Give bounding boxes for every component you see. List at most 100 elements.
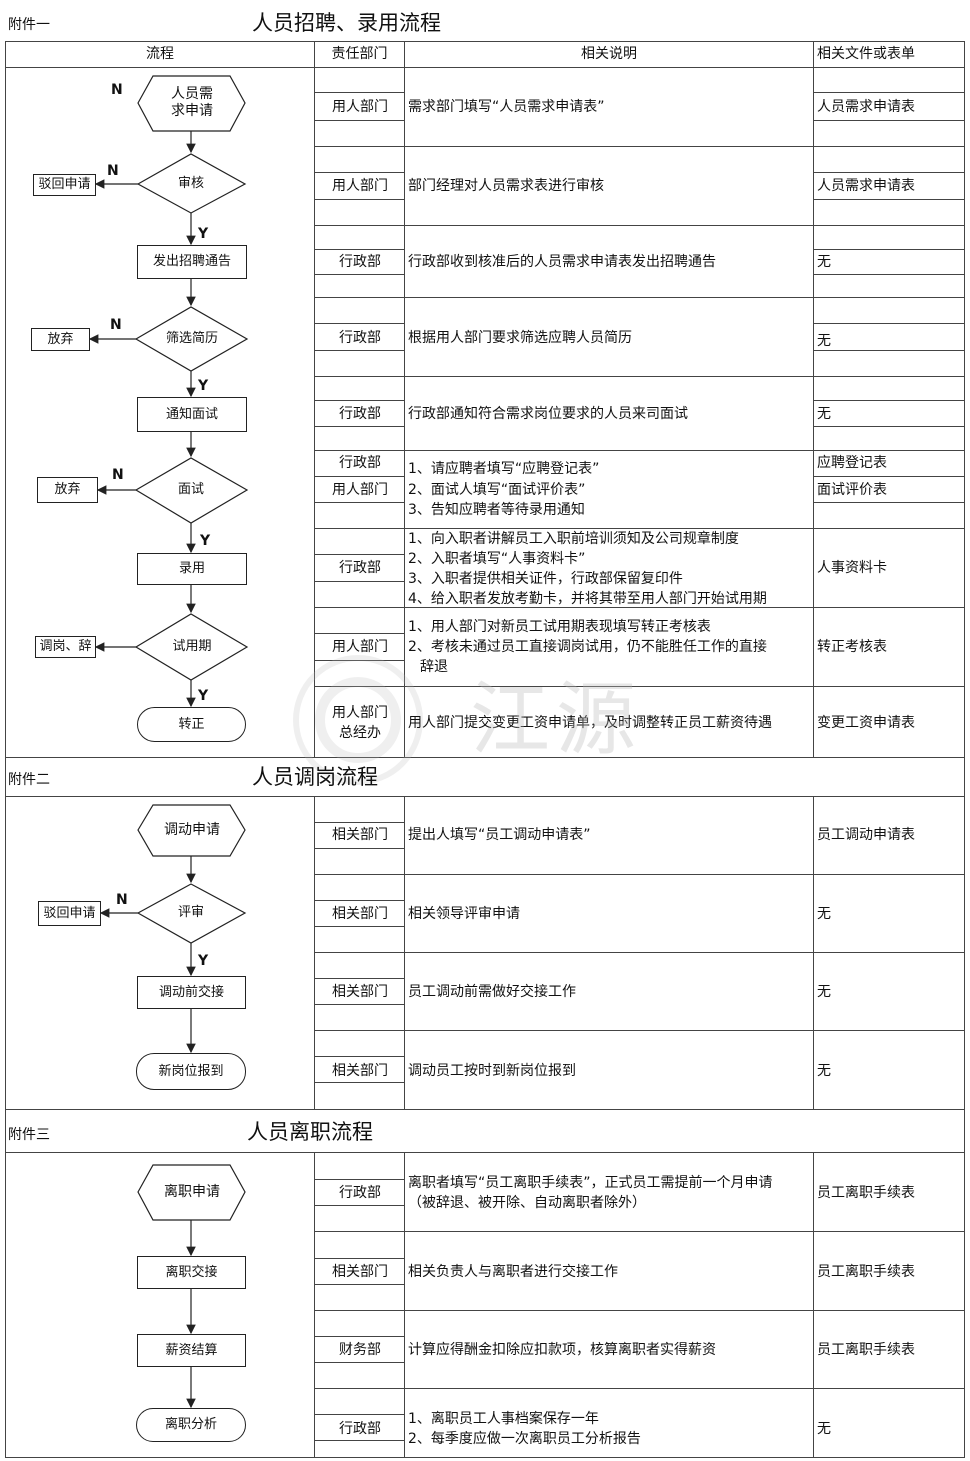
n-label: N — [116, 892, 128, 908]
annex-label: 附件三 — [8, 1127, 50, 1143]
diamond-shape — [136, 883, 247, 944]
dept-cell: 相关部门 — [332, 1063, 388, 1079]
diamond-shape — [134, 306, 249, 372]
file-cell: 面试评价表 — [817, 482, 887, 498]
dept-cell: 相关部门 — [332, 1264, 388, 1280]
n-label: N — [111, 82, 123, 98]
file-cell: 无 — [817, 1421, 831, 1437]
dept-cell: 行政部 — [339, 455, 381, 471]
node-label: 人员需求申请 — [171, 86, 213, 119]
node-handover: 调动前交接 — [137, 976, 246, 1009]
node-need-request: 人员需求申请 — [150, 86, 234, 120]
header-flow: 流程 — [146, 46, 174, 62]
header-file: 相关文件或表单 — [817, 46, 915, 62]
desc-cell: 行政部收到核准后的人员需求申请表发出招聘通告 — [408, 254, 716, 270]
desc-cell: 相关领导评审申请 — [408, 906, 520, 922]
node-interview: 面试 — [177, 482, 204, 497]
node-reject: 驳回申请 — [38, 901, 101, 926]
dept-cell: 总经办 — [339, 725, 381, 741]
desc-cell: 用人部门提交变更工资申请单，及时调整转正员工薪资待遇 — [408, 715, 772, 731]
file-cell: 转正考核表 — [817, 639, 887, 655]
watermark-text: 江源 — [470, 673, 642, 766]
y-label: Y — [198, 226, 209, 242]
annex-label: 附件二 — [8, 772, 50, 788]
file-cell: 员工离职手续表 — [817, 1342, 915, 1358]
dept-cell: 行政部 — [339, 254, 381, 270]
dept-cell: 行政部 — [339, 1185, 381, 1201]
file-cell: 人员需求申请表 — [817, 178, 915, 194]
header-desc: 相关说明 — [581, 46, 637, 62]
node-reject: 驳回申请 — [33, 174, 96, 196]
node-transfer-apply: 调动申请 — [164, 822, 220, 838]
hexagon-shape — [137, 75, 246, 132]
file-cell: 无 — [817, 333, 831, 349]
section-title: 人员离职流程 — [247, 1120, 373, 1144]
node-resign-apply: 离职申请 — [164, 1184, 220, 1200]
file-cell: 无 — [817, 254, 831, 270]
section-title: 人员调岗流程 — [252, 765, 378, 789]
desc-cell: （被辞退、被开除、自动离职者除外） — [408, 1195, 646, 1211]
diamond-shape — [134, 613, 249, 681]
file-cell: 应聘登记表 — [817, 455, 887, 471]
desc-cell: 2、入职者填写“人事资料卡” — [408, 551, 586, 567]
hexagon-shape — [137, 804, 246, 857]
node-review: 评审 — [177, 905, 204, 920]
file-cell: 员工离职手续表 — [817, 1264, 915, 1280]
desc-cell: 1、用人部门对新员工试用期表现填写转正考核表 — [408, 619, 711, 635]
y-label: Y — [200, 533, 211, 549]
dept-cell: 行政部 — [339, 330, 381, 346]
node-review: 审核 — [177, 176, 204, 191]
node-salary-settle: 薪资结算 — [137, 1334, 246, 1367]
node-hire: 录用 — [137, 553, 247, 585]
dept-cell: 用人部门 — [332, 178, 388, 194]
file-cell: 无 — [817, 406, 831, 422]
desc-cell: 部门经理对人员需求表进行审核 — [408, 178, 604, 194]
desc-cell: 根据用人部门要求筛选应聘人员简历 — [408, 330, 632, 346]
desc-cell: 员工调动前需做好交接工作 — [408, 984, 576, 1000]
desc-cell: 行政部通知符合需求岗位要求的人员来司面试 — [408, 406, 688, 422]
dept-cell: 用人部门 — [332, 482, 388, 498]
node-regular: 转正 — [137, 707, 246, 742]
header-dept: 责任部门 — [331, 46, 388, 62]
file-cell: 员工离职手续表 — [817, 1185, 915, 1201]
desc-cell: 调动员工按时到新岗位报到 — [408, 1063, 576, 1079]
file-cell: 人员需求申请表 — [817, 99, 915, 115]
desc-cell: 1、离职员工人事档案保存一年 — [408, 1411, 599, 1427]
n-label: N — [112, 467, 124, 483]
desc-cell: 2、考核未通过员工直接调岗试用，仍不能胜任工作的直接 — [408, 639, 767, 655]
file-cell: 无 — [817, 984, 831, 1000]
dept-cell: 行政部 — [339, 406, 381, 422]
desc-cell: 4、给入职者发放考勤卡，并将其带至用人部门开始试用期 — [408, 591, 767, 607]
file-cell: 无 — [817, 906, 831, 922]
hexagon-shape — [137, 1164, 246, 1221]
file-cell: 无 — [817, 1063, 831, 1079]
dept-cell: 用人部门 — [332, 705, 388, 721]
dept-cell: 行政部 — [339, 1421, 381, 1437]
y-label: Y — [198, 953, 209, 969]
desc-cell: 辞退 — [420, 659, 448, 675]
desc-cell: 2、每季度应做一次离职员工分析报告 — [408, 1431, 641, 1447]
page-title: 人员招聘、录用流程 — [252, 11, 441, 35]
file-cell: 员工调动申请表 — [817, 827, 915, 843]
node-give-up: 放弃 — [31, 328, 90, 351]
node-interview-notice: 通知面试 — [137, 397, 247, 432]
node-screen-resume: 筛选简历 — [165, 331, 218, 346]
desc-cell: 3、入职者提供相关证件，行政部保留复印件 — [408, 571, 683, 587]
dept-cell: 相关部门 — [332, 827, 388, 843]
node-trial-period: 试用期 — [172, 639, 212, 654]
file-cell: 变更工资申请表 — [817, 715, 915, 731]
desc-cell: 2、面试人填写“面试评价表” — [408, 482, 586, 498]
node-recruit-notice: 发出招聘通告 — [137, 245, 247, 279]
diamond-shape — [134, 457, 249, 524]
node-resign-analysis: 离职分析 — [136, 1408, 246, 1442]
desc-cell: 1、请应聘者填写“应聘登记表” — [408, 461, 600, 477]
dept-cell: 用人部门 — [332, 639, 388, 655]
desc-cell: 3、告知应聘者等待录用通知 — [408, 502, 585, 518]
desc-cell: 1、向入职者讲解员工入职前培训须知及公司规章制度 — [408, 531, 739, 547]
desc-cell: 相关负责人与离职者进行交接工作 — [408, 1264, 618, 1280]
dept-cell: 财务部 — [339, 1342, 381, 1358]
n-label: N — [110, 317, 122, 333]
desc-cell: 需求部门填写“人员需求申请表” — [408, 99, 605, 115]
node-new-post: 新岗位报到 — [136, 1053, 246, 1090]
